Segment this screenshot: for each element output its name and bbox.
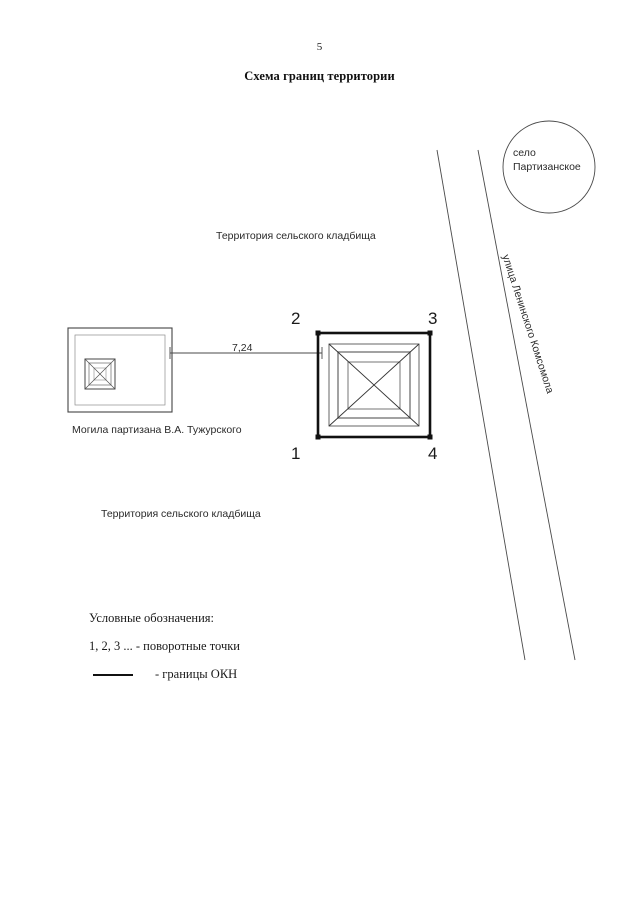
street-lines	[436, 149, 576, 661]
corner-point-1: 1	[291, 444, 301, 463]
monument-ring-2	[337, 351, 411, 419]
corner-markers	[315, 330, 433, 440]
grave-marker	[84, 358, 116, 390]
legend-item-turning-points: 1, 2, 3 ... - поворотные точки	[89, 639, 240, 654]
street-line-right	[477, 149, 576, 661]
page-number: 5	[316, 41, 323, 53]
grave-inner-rect	[74, 334, 166, 406]
legend-item-okn-boundary: - границы ОКН	[89, 667, 240, 682]
corner-point-3: 3	[428, 309, 438, 328]
dimension-label: 7,24	[232, 342, 253, 354]
okn-boundary-rect	[316, 331, 432, 439]
monument-diagonals	[328, 343, 420, 427]
legend-title: Условные обозначения:	[89, 611, 215, 625]
legend-turning-points-text: 1, 2, 3 ... - поворотные точки	[89, 639, 241, 653]
cemetery-label-top: Территория сельского кладбища	[216, 230, 376, 242]
village-circle	[502, 120, 596, 214]
monument-ring-3	[347, 361, 401, 410]
grave-enclosure	[67, 327, 173, 413]
cemetery-label-bottom: Территория сельского кладбища	[101, 508, 261, 520]
village-label: село Партизанское	[513, 146, 599, 174]
corner-point-4: 4	[428, 444, 438, 463]
dimension-line	[169, 347, 323, 359]
corner-point-2: 2	[291, 309, 301, 328]
monument-ring-1	[328, 343, 420, 427]
monument-boundary	[315, 330, 433, 440]
legend: Условные обозначения: 1, 2, 3 ... - пово…	[89, 611, 240, 695]
village-label-line1: село	[513, 147, 536, 159]
village-label-line2: Партизанское	[513, 161, 581, 173]
grave-outer-rect	[67, 327, 173, 413]
legend-okn-text: - границы ОКН	[155, 667, 238, 681]
legend-line-swatch	[93, 673, 133, 676]
street-line-left	[436, 149, 526, 661]
grave-caption: Могила партизана В.А. Тужурского	[72, 424, 242, 436]
page-title: Схема границ территории	[244, 69, 395, 83]
